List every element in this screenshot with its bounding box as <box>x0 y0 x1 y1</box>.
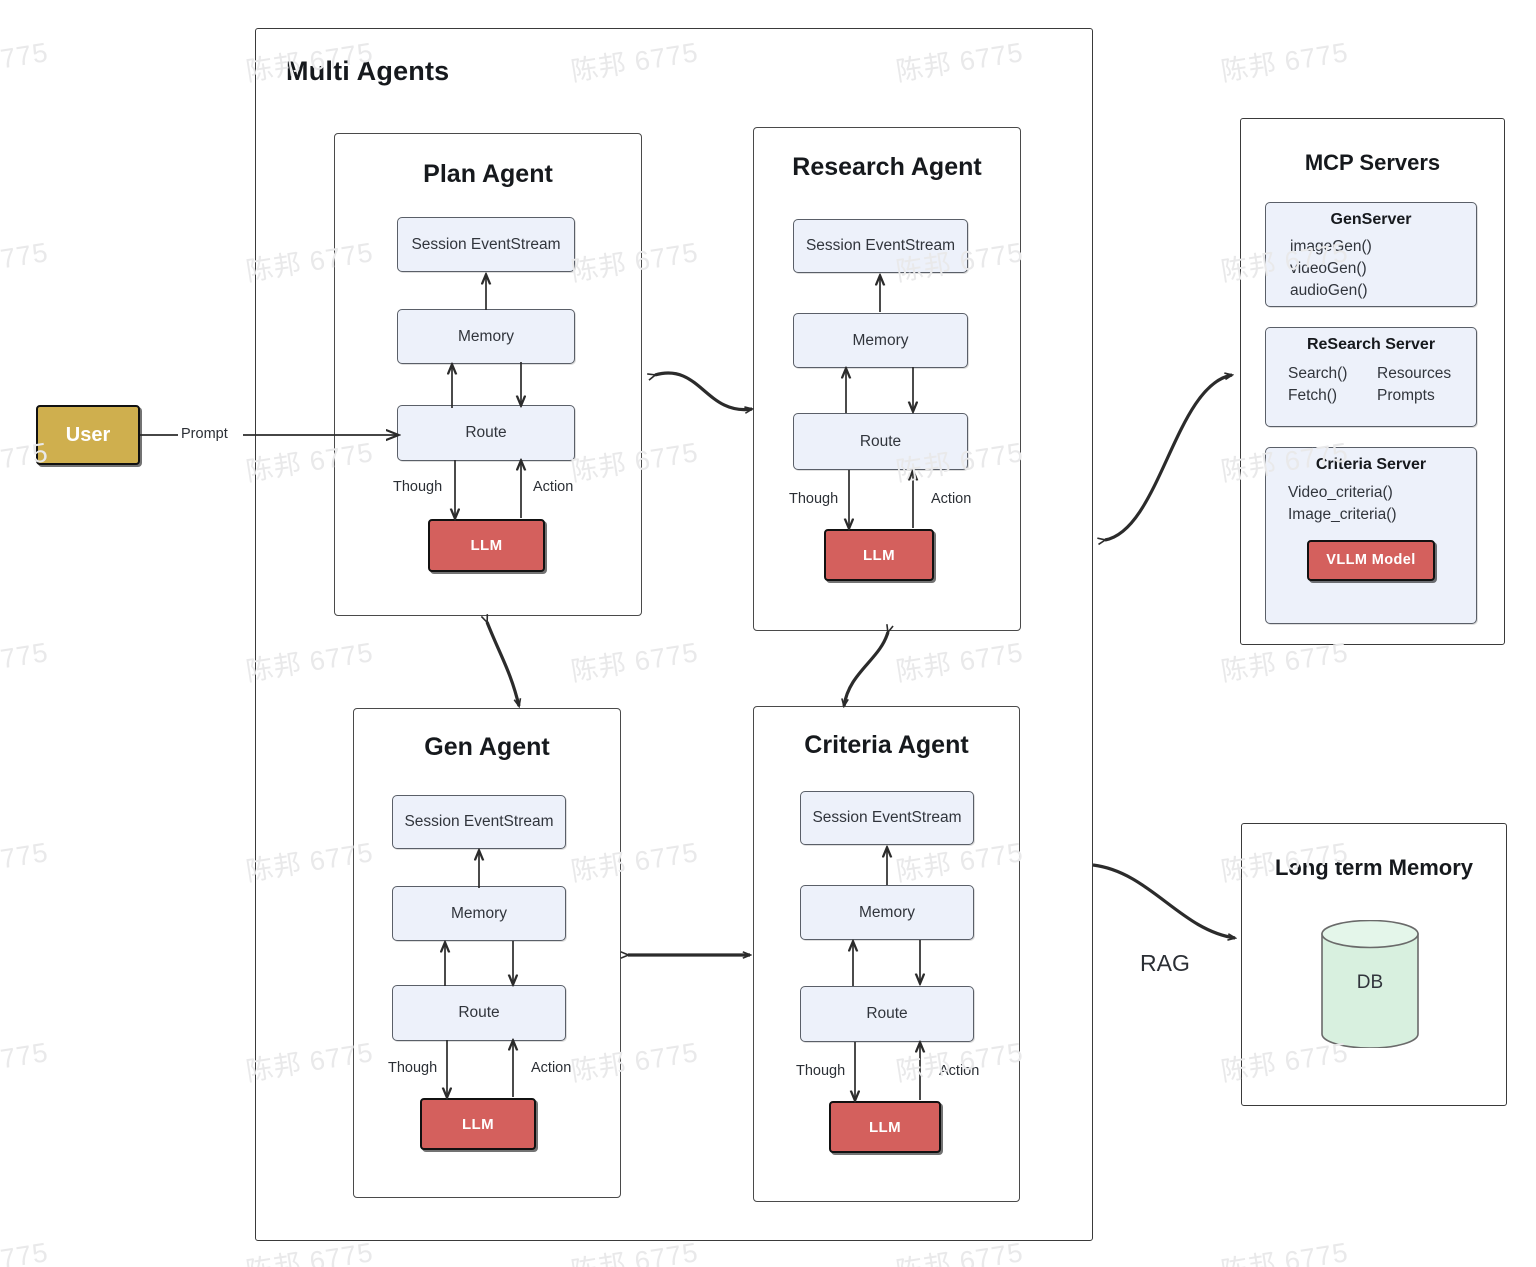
research-server-item: Prompts <box>1377 387 1435 404</box>
block-label: Route <box>859 432 902 450</box>
plan-session-eventstream[interactable]: Session EventStream <box>397 217 575 272</box>
research-though-label: Though <box>789 491 839 507</box>
agent-plan-title: Plan Agent <box>423 160 553 188</box>
criteria-llm[interactable]: LLM <box>829 1101 941 1153</box>
mcp-servers-title: MCP Servers <box>1304 150 1441 175</box>
vllm-model-label: VLLM Model <box>1326 552 1416 569</box>
criteria-server-item: Image_criteria() <box>1288 506 1397 524</box>
research-server-item: Resources <box>1377 365 1452 382</box>
watermark-text: 陈邦 6775 <box>1218 37 1351 87</box>
criteria-server-title: Criteria Server <box>1315 456 1427 473</box>
mcp-panel-research-server[interactable]: ReSearch Server Search() Fetch() Resourc… <box>1265 327 1477 427</box>
research-session-eventstream[interactable]: Session EventStream <box>793 219 968 273</box>
plan-action-label: Action <box>533 479 574 495</box>
agent-research-title: Research Agent <box>792 153 982 181</box>
llm-label: LLM <box>868 1118 902 1136</box>
block-label: Memory <box>852 331 909 349</box>
genserver-item: videoGen() <box>1290 260 1367 277</box>
genserver-item: audioGen() <box>1290 282 1368 299</box>
mcp-panel-criteria-server[interactable]: Criteria Server Video_criteria() Image_c… <box>1265 447 1477 624</box>
db-label: DB <box>1356 972 1384 993</box>
llm-label: LLM <box>461 1115 495 1133</box>
block-label: Session EventStream <box>805 237 956 254</box>
gen-route[interactable]: Route <box>392 985 566 1041</box>
watermark-text: 陈邦 6775 <box>0 1037 51 1087</box>
block-label: Memory <box>458 327 514 345</box>
rag-label: RAG <box>1140 950 1190 976</box>
llm-label: LLM <box>470 537 503 554</box>
watermark-text: 陈邦 6775 <box>0 37 51 87</box>
research-llm[interactable]: LLM <box>824 529 934 581</box>
gen-session-eventstream[interactable]: Session EventStream <box>392 795 566 849</box>
agent-criteria-title: Criteria Agent <box>804 731 969 759</box>
long-term-memory-title: Long term Memory <box>1274 855 1474 880</box>
watermark-text: 陈邦 6775 <box>1218 1237 1351 1267</box>
research-server-title: ReSearch Server <box>1306 336 1436 353</box>
criteria-though-label: Though <box>796 1063 846 1079</box>
block-label: Route <box>866 1005 908 1022</box>
watermark-text: 陈邦 6775 <box>0 837 51 887</box>
block-label: Route <box>465 424 507 441</box>
block-label: Session EventStream <box>812 809 962 826</box>
genserver-item: imageGen() <box>1290 238 1372 255</box>
block-label: Session EventStream <box>404 813 554 830</box>
plan-though-label: Though <box>393 479 443 495</box>
arrow-agents-memory <box>1092 863 1235 938</box>
gen-action-label: Action <box>531 1060 572 1076</box>
user-label: User <box>65 423 111 446</box>
plan-llm[interactable]: LLM <box>428 519 545 572</box>
research-server-item: Search() <box>1288 365 1348 382</box>
criteria-server-item: Video_criteria() <box>1288 484 1393 501</box>
criteria-memory[interactable]: Memory <box>800 885 974 940</box>
criteria-session-eventstream[interactable]: Session EventStream <box>800 791 974 845</box>
plan-memory[interactable]: Memory <box>397 309 575 364</box>
block-label: Memory <box>451 904 507 922</box>
llm-label: LLM <box>862 546 896 564</box>
gen-memory[interactable]: Memory <box>392 886 566 941</box>
gen-llm[interactable]: LLM <box>420 1098 536 1150</box>
user-node[interactable]: User <box>36 405 140 465</box>
research-server-item: Fetch() <box>1288 387 1338 404</box>
prompt-label: Prompt <box>181 426 228 442</box>
genserver-title: GenServer <box>1330 211 1412 228</box>
criteria-action-label: Action <box>939 1063 980 1079</box>
db-cylinder[interactable]: DB <box>1320 919 1420 1049</box>
watermark-text: 陈邦 6775 <box>0 237 51 287</box>
plan-route[interactable]: Route <box>397 405 575 461</box>
block-label: Route <box>458 1004 500 1021</box>
arrow-agents-mcp <box>1105 375 1232 540</box>
vllm-model-badge[interactable]: VLLM Model <box>1307 539 1435 581</box>
watermark-text: 陈邦 6775 <box>0 1237 51 1267</box>
db-cylinder-icon <box>1321 919 1419 1049</box>
research-memory[interactable]: Memory <box>793 313 968 368</box>
block-label: Session EventStream <box>411 235 561 253</box>
multi-agents-title: Multi Agents <box>286 56 450 86</box>
gen-though-label: Though <box>388 1060 438 1076</box>
agent-gen-title: Gen Agent <box>424 733 550 761</box>
mcp-panel-genserver[interactable]: GenServer imageGen() videoGen() audioGen… <box>1265 202 1477 307</box>
research-route[interactable]: Route <box>793 413 968 470</box>
criteria-route[interactable]: Route <box>800 986 974 1042</box>
watermark-text: 陈邦 6775 <box>0 637 51 687</box>
research-action-label: Action <box>931 491 972 507</box>
block-label: Memory <box>859 903 915 921</box>
